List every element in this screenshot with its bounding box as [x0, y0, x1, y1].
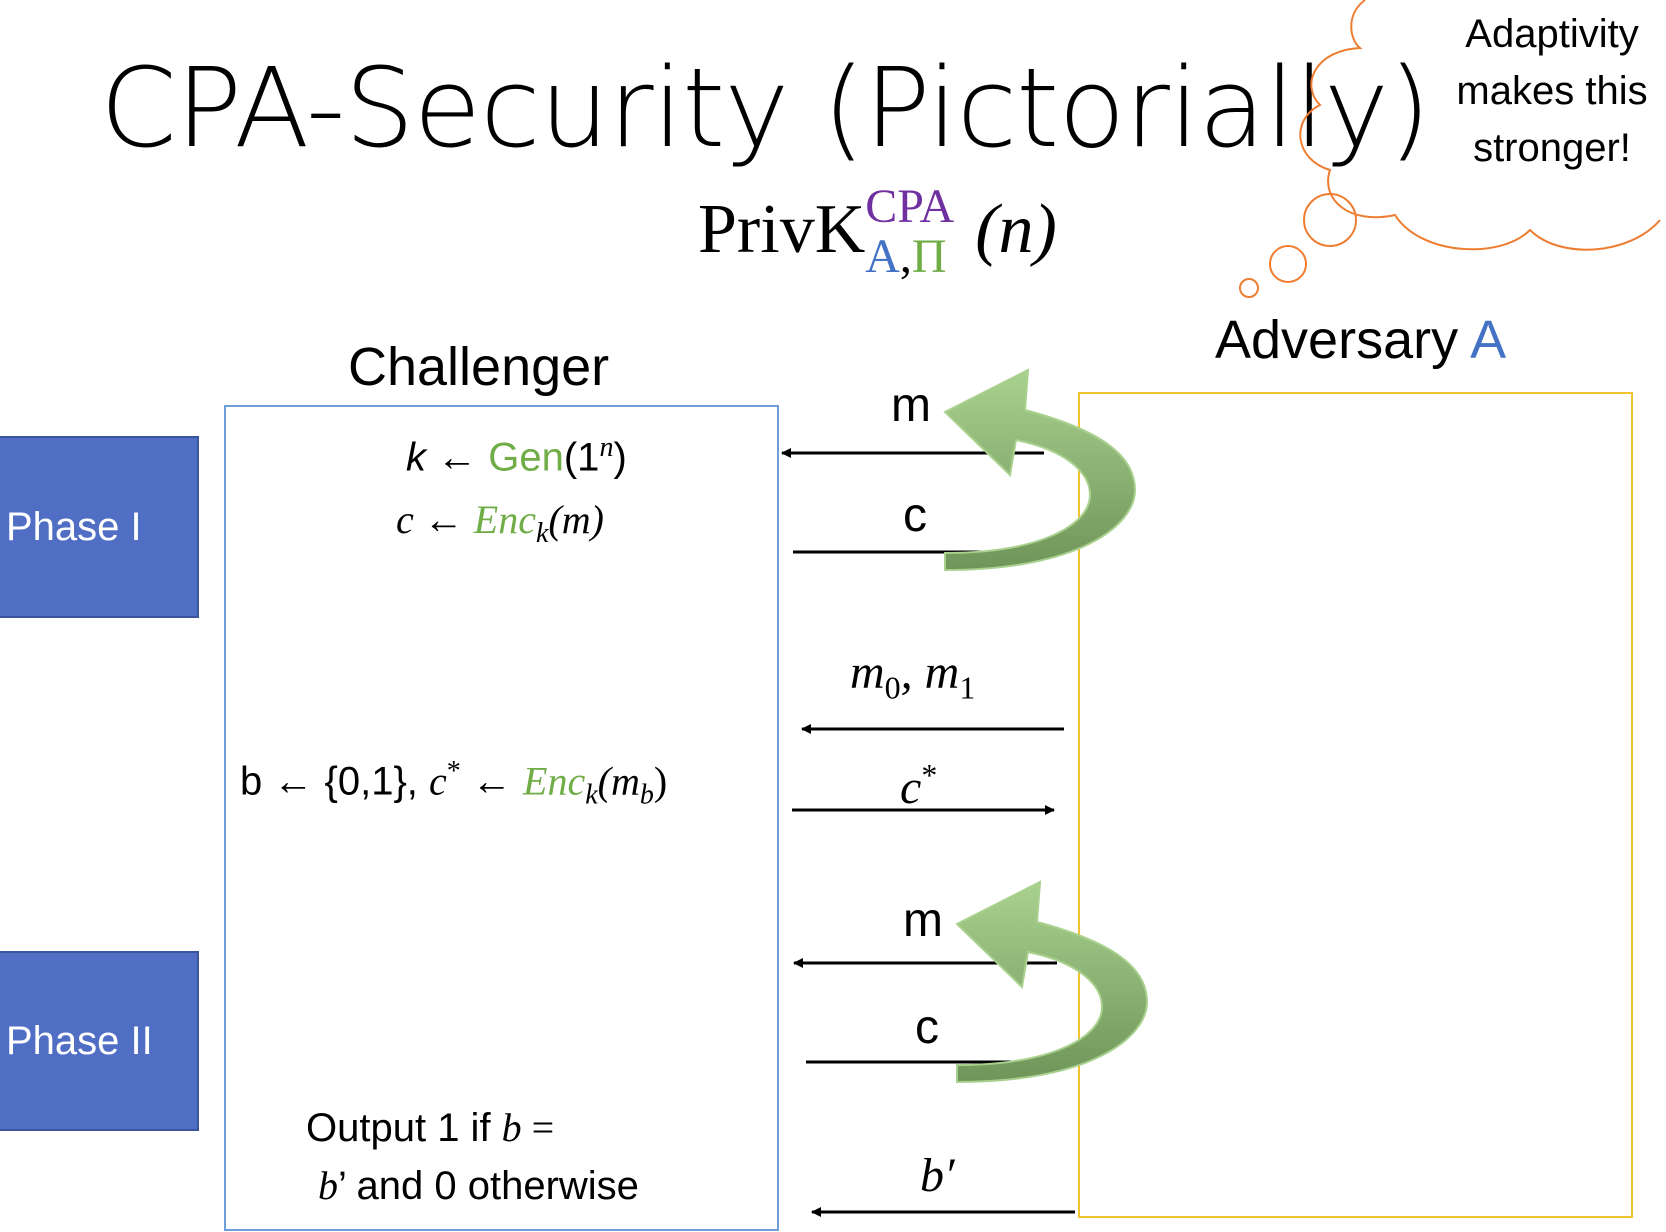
- subscript-comma: ,: [899, 230, 912, 283]
- challenge-enc: Enc: [523, 758, 586, 804]
- experiment-argument: (n): [975, 191, 1057, 268]
- challenge-star: *: [446, 756, 461, 787]
- challenge-key: k: [585, 779, 598, 811]
- enc-key: k: [535, 518, 549, 549]
- phase-2-box: Phase II: [0, 951, 199, 1131]
- experiment-superscript: CPA: [865, 180, 955, 233]
- msg-m0-sub: 0: [884, 669, 901, 706]
- enc-step: c ← Enck(m): [396, 496, 604, 558]
- adversary-box: [1078, 392, 1633, 1218]
- adversary-heading: Adversary A: [1215, 310, 1506, 370]
- subscript-adversary: A: [865, 230, 900, 283]
- enc-arg: (m): [548, 497, 604, 542]
- experiment-base: PrivK: [698, 191, 866, 268]
- output-b: b: [501, 1105, 522, 1150]
- output-equals: =: [521, 1105, 555, 1150]
- output-text-1: Output 1 if: [306, 1106, 502, 1150]
- thought-bubble-text: Adaptivity makes this stronger!: [1456, 12, 1648, 170]
- challenge-arg-sub: b: [639, 779, 654, 811]
- challenge-c: c: [429, 758, 447, 804]
- msg-c2: c: [915, 1001, 939, 1054]
- msg-c1: c: [903, 489, 927, 542]
- experiment-subscript: A,Π: [865, 232, 946, 282]
- gen-exponent: n: [599, 432, 614, 463]
- output-line-2: b’ and 0 otherwise: [318, 1162, 639, 1210]
- gen-lhs: k ←: [406, 435, 478, 480]
- slide-title: CPA-Security (Pictorially): [100, 44, 1431, 172]
- challenge-step: b ← {0,1}, c* ← Enck(mb): [240, 748, 667, 819]
- challenger-heading: Challenger: [348, 337, 610, 397]
- enc-function: Enc: [473, 497, 536, 542]
- msg-bprime: b′: [920, 1149, 955, 1202]
- phase-2-label: Phase II: [6, 1018, 153, 1063]
- curved-green-arrow-icon: [955, 880, 1149, 1084]
- adversary-label: Adversary: [1215, 310, 1459, 370]
- output-bprime: b: [318, 1163, 338, 1208]
- msg-m1: m: [891, 379, 931, 432]
- msg-m0m1: m0, m1: [850, 645, 975, 716]
- msg-cstar-c: c: [900, 761, 922, 814]
- challenge-close: ): [653, 758, 668, 804]
- msg-cstar-star: *: [921, 757, 938, 793]
- phase-1-box: Phase I: [0, 436, 199, 618]
- challenge-bit: b ← {0,1},: [240, 759, 430, 804]
- gen-arg: (1: [563, 435, 600, 480]
- challenger-box: [224, 405, 779, 1231]
- enc-lhs: c ←: [396, 497, 464, 542]
- gen-function: Gen: [488, 435, 564, 480]
- msg-m2: m: [903, 894, 943, 947]
- output-text-2: ’ and 0 otherwise: [338, 1164, 639, 1208]
- msg-cstar: c*: [900, 747, 937, 816]
- challenge-arrow: ←: [460, 759, 524, 804]
- output-line-1: Output 1 if b =: [306, 1104, 554, 1152]
- curved-green-arrow-icon: [943, 368, 1137, 572]
- challenge-arg: (m: [597, 758, 640, 804]
- subscript-scheme: Π: [911, 230, 947, 283]
- phase-1-label: Phase I: [6, 504, 142, 549]
- adversary-symbol: A: [1470, 310, 1507, 370]
- msg-m1-part: , m: [900, 646, 960, 699]
- gen-step: k ← Gen(1n): [406, 424, 627, 481]
- msg-m0: m: [850, 646, 885, 699]
- gen-close: ): [613, 435, 627, 480]
- msg-m1-sub: 1: [959, 669, 976, 706]
